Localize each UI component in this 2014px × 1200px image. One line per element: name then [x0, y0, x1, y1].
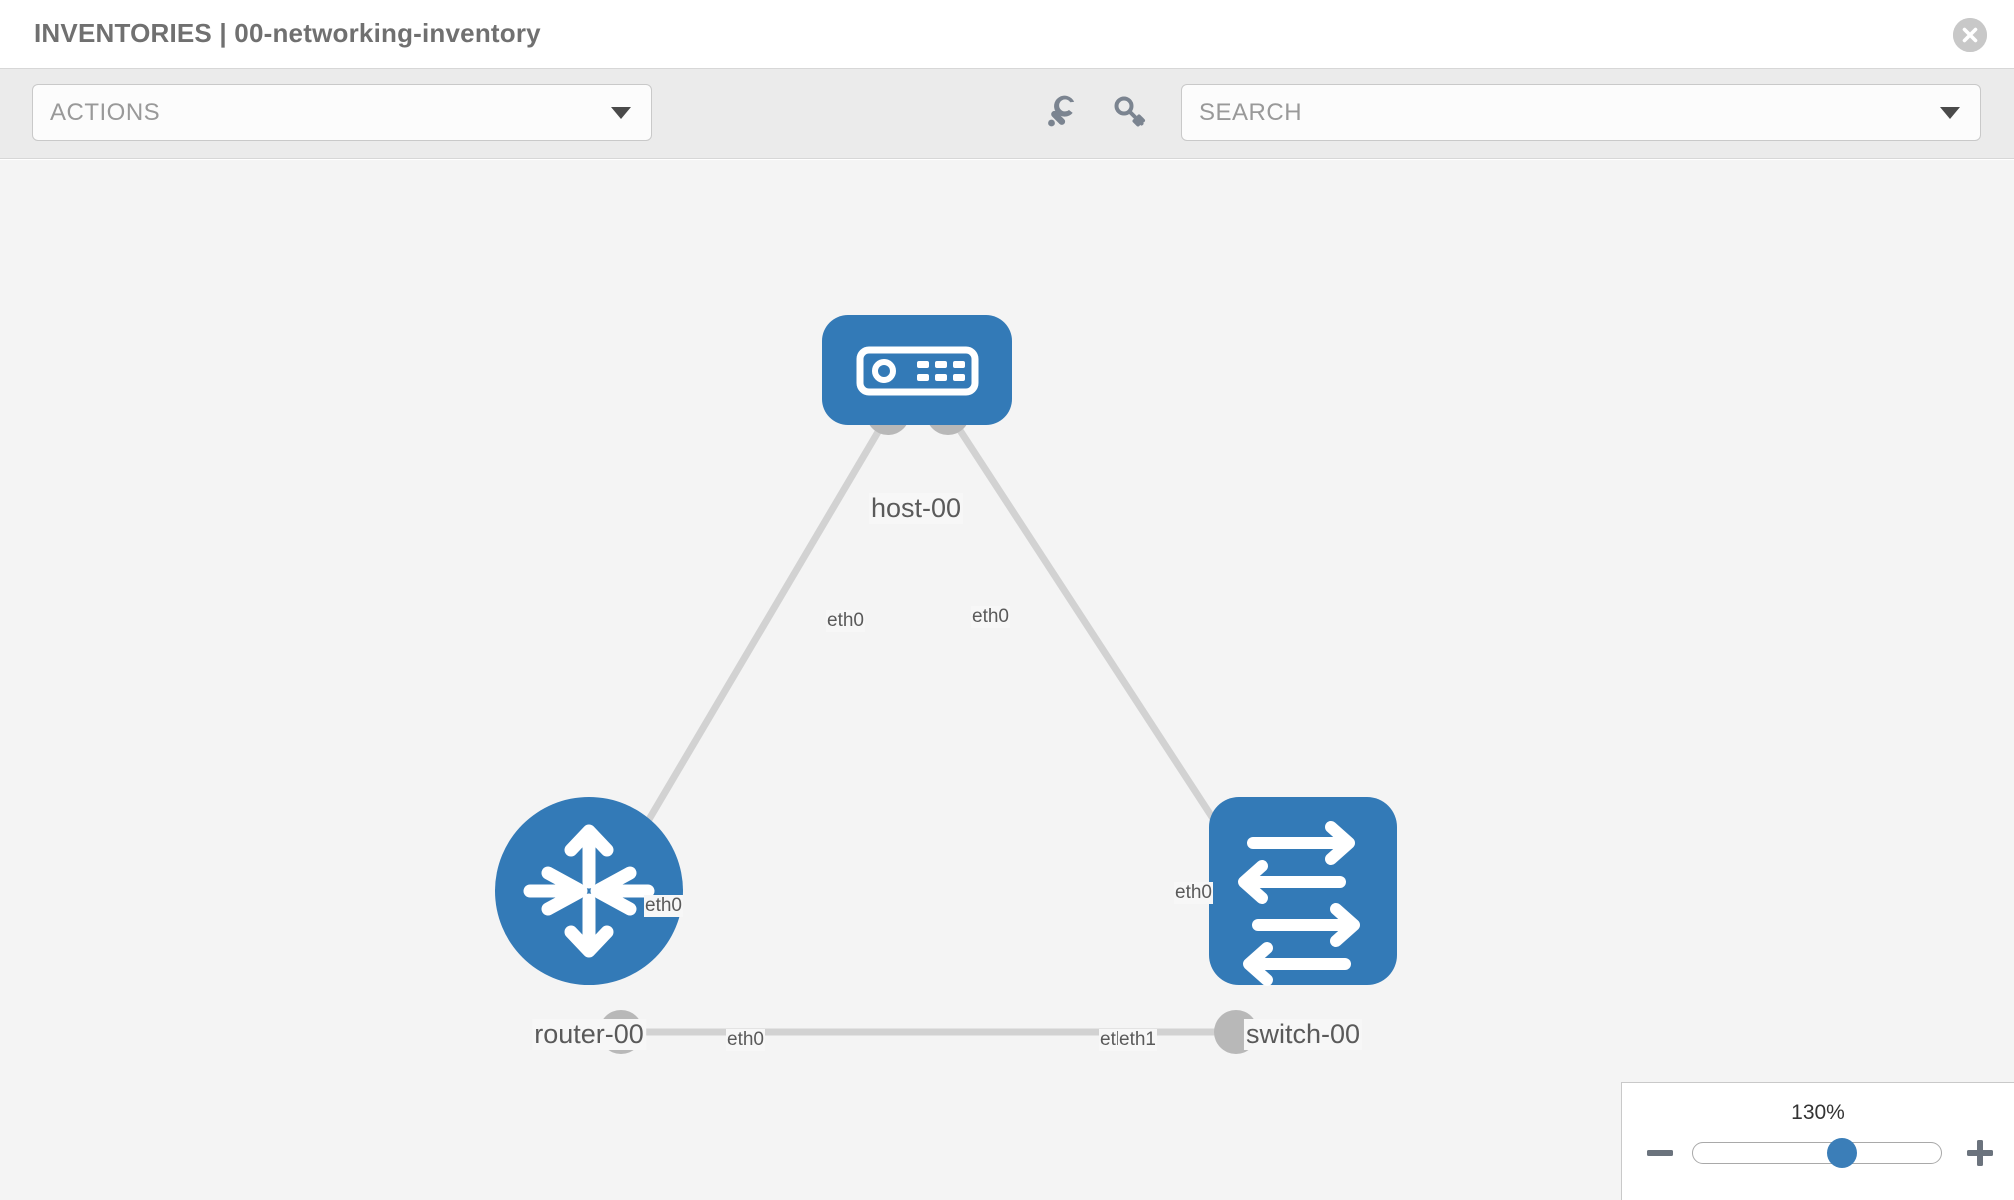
node-label-router-00: router-00 [532, 1019, 646, 1050]
key-icon [1114, 96, 1145, 127]
topology-canvas[interactable]: host-00 router-00 switch-00 eth0 eth0 et… [0, 160, 2014, 1200]
port-label-router-eth0-right: eth0 [726, 1029, 765, 1051]
node-label-switch-00: switch-00 [1243, 1019, 1363, 1050]
server-appliance-icon [856, 346, 979, 396]
node-switch-00[interactable] [1209, 797, 1397, 986]
node-label-host-00: host-00 [868, 493, 964, 524]
node-host-00[interactable] [822, 315, 1012, 425]
chevron-down-icon [1940, 106, 1960, 119]
port-connectors [599, 391, 1262, 1054]
port-label-switch-eth1: eth1 [1118, 1029, 1157, 1051]
node-router-00[interactable] [495, 797, 683, 985]
toolbar: ACTIONS SEARCH [0, 69, 2014, 159]
actions-dropdown[interactable]: ACTIONS [32, 84, 652, 141]
close-button[interactable] [1953, 18, 1987, 52]
key-button[interactable] [1108, 90, 1152, 134]
minus-icon [1647, 1150, 1673, 1156]
page-header: INVENTORIES | 00-networking-inventory [0, 0, 2014, 69]
zoom-control-panel: 130% [1621, 1082, 2014, 1200]
port-label-router-eth0-up: eth0 [644, 895, 683, 917]
port-label-host-eth0-left: eth0 [826, 610, 865, 632]
zoom-slider-row [1622, 1135, 2014, 1175]
switch-arrows-icon [1238, 821, 1360, 986]
wrench-button[interactable] [1040, 90, 1084, 134]
port-label-switch-eth0-up: eth0 [1174, 882, 1213, 904]
zoom-level-value: 130% [1791, 1101, 1845, 1124]
plus-icon [1967, 1140, 1993, 1166]
zoom-slider-track[interactable] [1692, 1138, 1942, 1168]
search-dropdown[interactable]: SEARCH [1181, 84, 1981, 141]
close-circle-icon [1953, 18, 1987, 52]
topology-graph [495, 315, 1397, 1054]
search-input[interactable]: SEARCH [1199, 98, 1303, 126]
page-title: INVENTORIES | 00-networking-inventory [34, 18, 541, 48]
wrench-icon [1048, 95, 1075, 127]
zoom-slider-thumb[interactable] [1826, 1138, 1857, 1168]
link-host-router [621, 413, 892, 862]
chevron-down-icon [611, 106, 631, 119]
port-label-host-eth0-right: eth0 [971, 606, 1010, 628]
actions-dropdown-label: ACTIONS [50, 98, 161, 126]
router-arrows-icon [523, 824, 655, 958]
zoom-in-button[interactable] [1964, 1135, 1996, 1171]
zoom-out-button[interactable] [1644, 1135, 1676, 1171]
link-host-switch [947, 413, 1243, 862]
